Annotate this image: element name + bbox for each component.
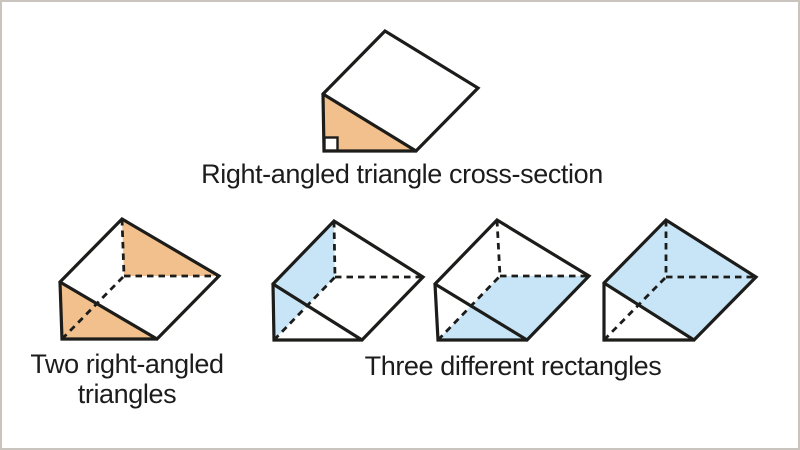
prism-rectangle-bottom-hidden-edge-receding-bottom: [436, 275, 502, 341]
prism-rectangle-left-outline: [271, 218, 426, 342]
label-two-triangles-line1: Two right-angled: [30, 349, 224, 379]
prism-rectangle-left-hidden-edge-receding-bottom: [272, 276, 337, 341]
prism-rectangle-left-hidden-edge-back-vertical: [332, 220, 337, 278]
prism-rectangle-top: [602, 217, 759, 342]
prism-rectangle-bottom: [433, 217, 592, 342]
prism-cross-section-hypotenuse-edge: [321, 92, 418, 153]
label-two-triangles-line2: triangles: [77, 379, 177, 409]
label-two-triangles: Two right-angled triangles: [10, 349, 244, 409]
prism-rectangle-top-top-rectangle-highlight: [604, 220, 756, 340]
prism-cross-section-right-angle-marker: [323, 136, 339, 152]
prism-rectangle-bottom-hypotenuse-edge: [433, 282, 529, 342]
prism-two-triangles-hypotenuse-edge: [58, 280, 159, 341]
prism-two-triangles-hidden-edge-back-vertical: [120, 218, 126, 277]
prism-rectangle-top-hypotenuse-edge: [602, 281, 696, 342]
prism-rectangle-top-outline: [602, 217, 759, 342]
prism-rectangle-left-hypotenuse-edge: [271, 282, 364, 342]
prism-rectangle-top-hidden-edge-receding-bottom: [603, 276, 667, 341]
prism-two-triangles: [58, 216, 222, 341]
label-three-rectangles: Three different rectangles: [364, 351, 662, 381]
prism-cross-section: [321, 28, 481, 153]
prism-rectangle-left-left-rectangle-highlight: [273, 221, 335, 340]
prism-rectangle-bottom-hidden-edge-back-vertical: [495, 219, 502, 277]
prism-rectangle-bottom-outline: [433, 217, 592, 342]
label-cross-section: Right-angled triangle cross-section: [201, 159, 603, 189]
prism-two-triangles-hidden-edge-receding-bottom: [61, 275, 125, 340]
prism-rectangle-bottom-bottom-rectangle-highlight: [438, 276, 589, 340]
prism-rectangle-left: [271, 218, 426, 342]
prism-two-triangles-outline: [58, 216, 222, 341]
